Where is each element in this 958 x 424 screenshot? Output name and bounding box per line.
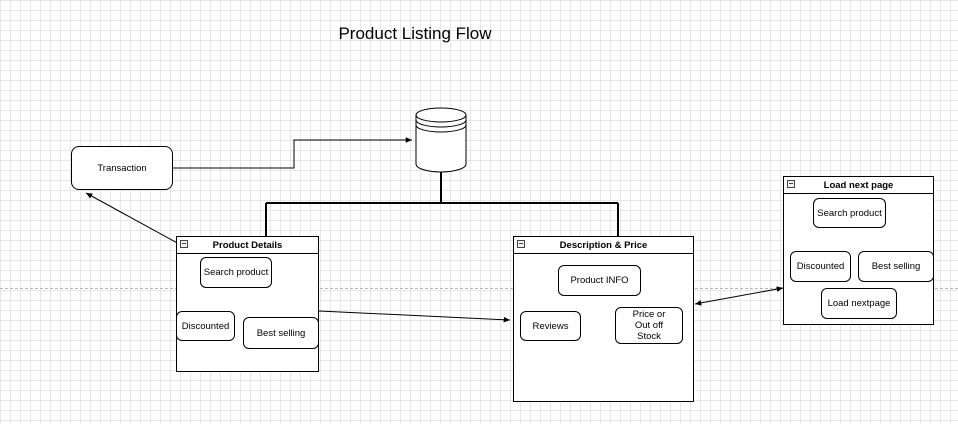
database-icon <box>415 107 467 173</box>
description-price-header: Description & Price <box>514 237 693 254</box>
loadnext-discounted[interactable]: Discounted <box>790 251 851 282</box>
page-break-guide <box>0 288 958 289</box>
product-info-node[interactable]: Product INFO <box>558 265 641 296</box>
loadnext-best-selling[interactable]: Best selling <box>858 251 934 282</box>
description-loadnext-connector <box>694 286 784 306</box>
collapse-icon[interactable] <box>517 240 525 248</box>
details-best-selling[interactable]: Best selling <box>243 317 319 349</box>
details-discounted[interactable]: Discounted <box>176 311 235 341</box>
transaction-to-database-connector <box>172 137 412 169</box>
collapse-icon[interactable] <box>180 240 188 248</box>
product-details-header: Product Details <box>177 237 318 254</box>
reviews-node[interactable]: Reviews <box>520 311 581 341</box>
description-price-title: Description & Price <box>559 239 648 251</box>
load-next-page-header: Load next page <box>784 177 933 194</box>
price-stock-node[interactable]: Price or Out off Stock <box>615 307 683 344</box>
collapse-icon[interactable] <box>787 180 795 188</box>
load-next-page-title: Load next page <box>823 179 894 191</box>
product-details-title: Product Details <box>212 239 283 251</box>
database-tree-connector <box>265 172 619 237</box>
details-search-product[interactable]: Search product <box>200 257 272 288</box>
load-nextpage-button[interactable]: Load nextpage <box>821 288 897 319</box>
transaction-node[interactable]: Transaction <box>71 146 173 190</box>
loadnext-search-product[interactable]: Search product <box>813 198 886 228</box>
details-to-description-connector <box>318 310 511 323</box>
diagram-title: Product Listing Flow <box>338 24 492 43</box>
